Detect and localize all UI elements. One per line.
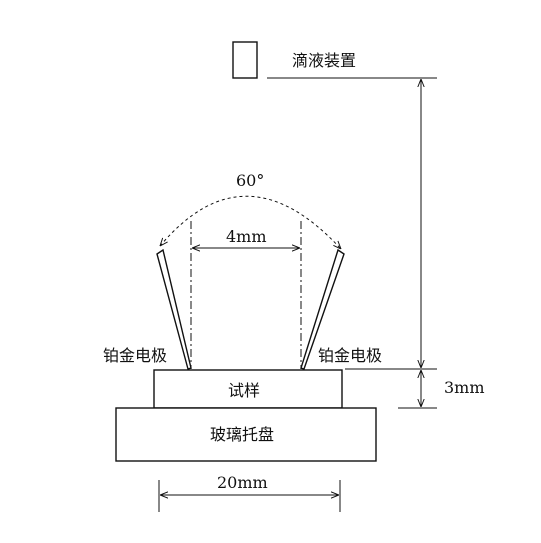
dropper-label: 滴液装置 [292, 51, 356, 70]
height-3mm-label: 3mm [444, 378, 485, 397]
sample-block [153, 369, 343, 409]
platinum-electrode-right [300, 248, 345, 370]
width-4mm-label: 4mm [226, 227, 267, 246]
electrode-right-label: 铂金电极 [318, 346, 382, 365]
platinum-electrode-left [156, 248, 192, 370]
width-20mm-label: 20mm [217, 473, 268, 492]
angle-arc [160, 195, 341, 249]
sample-label: 试样 [228, 381, 260, 400]
angle-label: 60° [236, 171, 264, 190]
glass-tray-label: 玻璃托盘 [210, 425, 274, 444]
dropper-device [232, 41, 258, 79]
glass-tray [115, 407, 377, 462]
electrode-left-label: 铂金电极 [103, 346, 167, 365]
